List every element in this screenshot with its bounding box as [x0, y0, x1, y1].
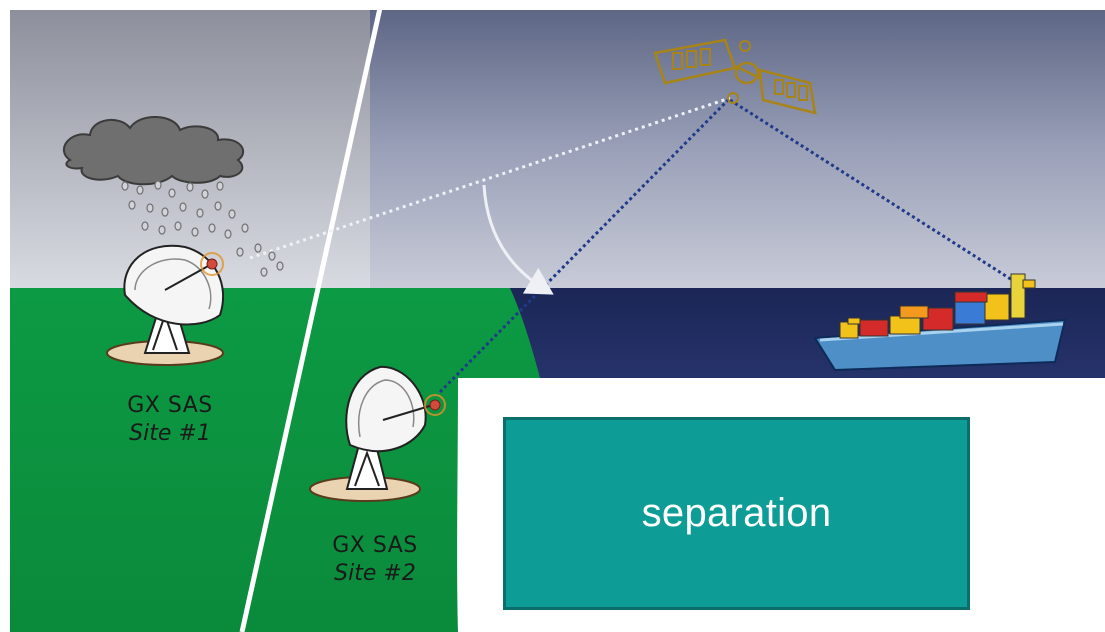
sky-right [370, 10, 1105, 290]
separation-box: separation [503, 417, 970, 610]
site1-number: Site #1 [100, 420, 240, 448]
site1-name: GX SAS [100, 392, 240, 420]
land [10, 288, 540, 632]
site2-number: Site #2 [305, 560, 445, 588]
site2-name: GX SAS [305, 532, 445, 560]
separation-label: separation [642, 491, 832, 536]
site1-label: GX SAS Site #1 [100, 392, 240, 448]
site2-label: GX SAS Site #2 [305, 532, 445, 588]
